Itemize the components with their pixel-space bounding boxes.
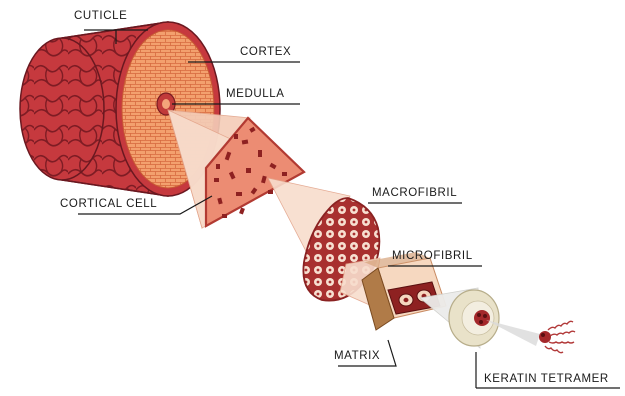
label-matrix: MATRIX [334, 351, 380, 363]
label-cuticle: CUTICLE [74, 11, 127, 23]
label-medulla: MEDULLA [226, 89, 285, 101]
microfibril [362, 252, 446, 330]
keratin-tetramer-disc [449, 290, 499, 346]
keratin-strands [539, 321, 575, 352]
label-microfibril: MICROFIBRIL [392, 251, 473, 263]
label-cortex: CORTEX [240, 47, 291, 59]
label-keratin-tetramer: KERATIN TETRAMER [484, 374, 609, 386]
label-cortical-cell: CORTICAL CELL [60, 199, 157, 211]
label-macrofibril: MACROFIBRIL [372, 188, 457, 200]
